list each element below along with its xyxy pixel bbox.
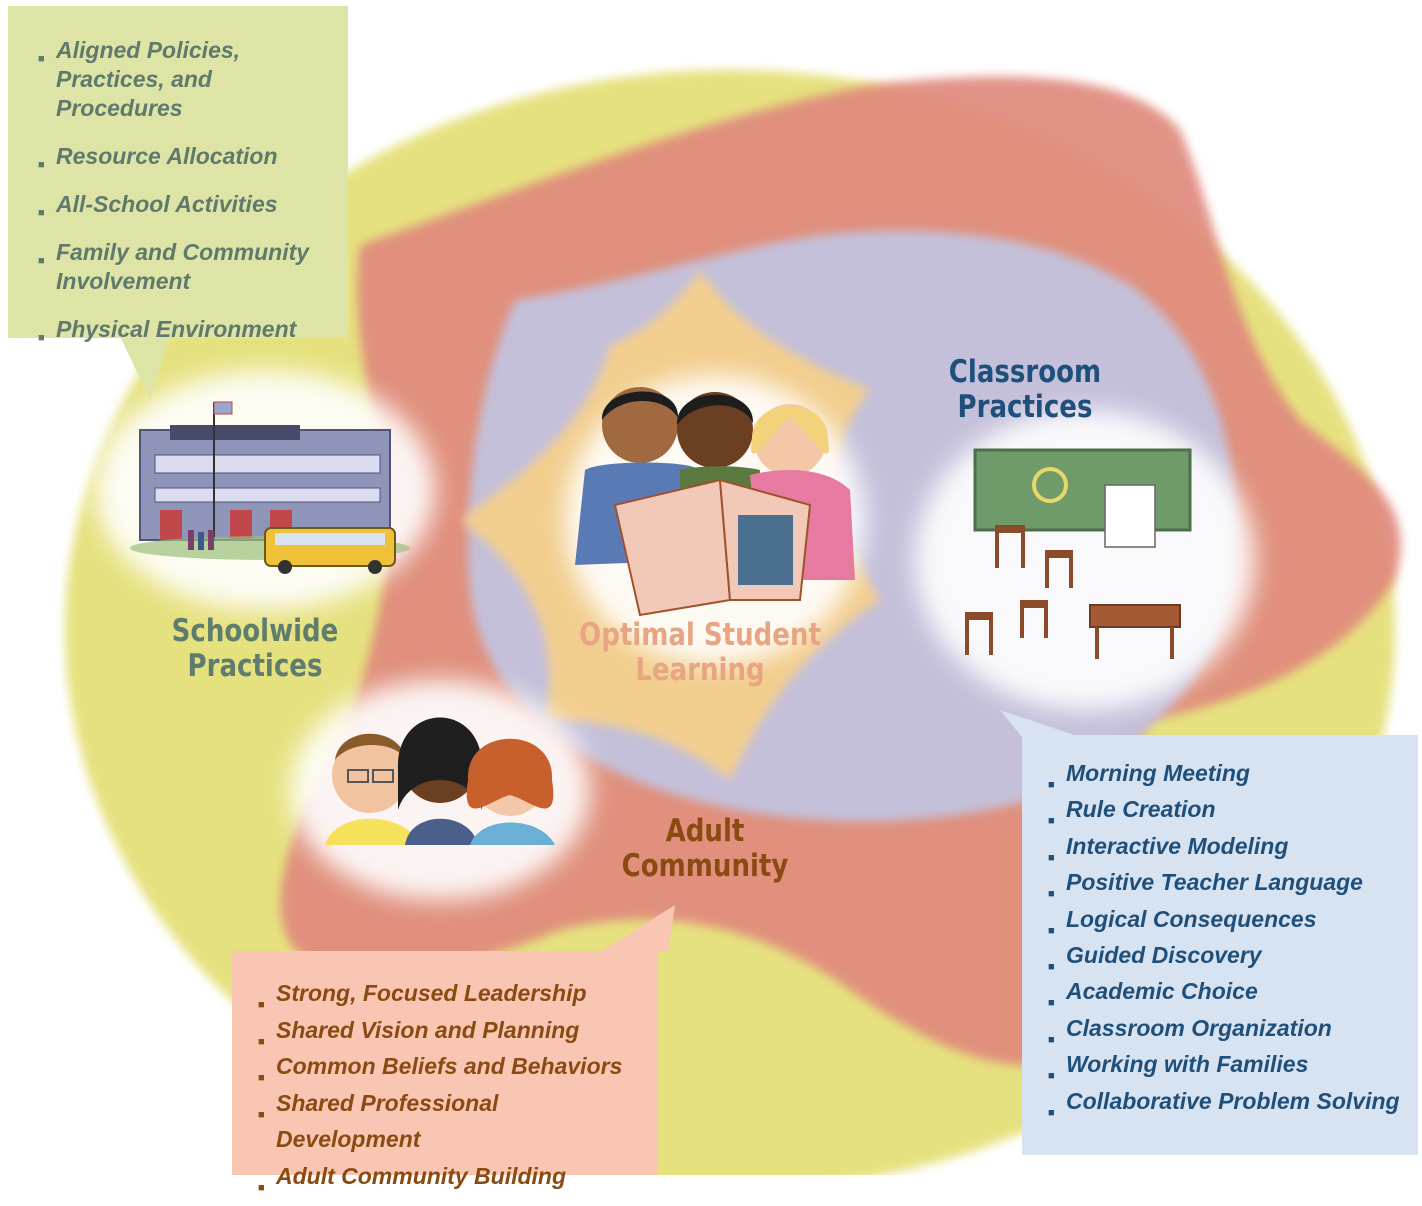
- schoolwide-item: Resource Allocation: [38, 142, 328, 180]
- classroom-practices-callout: Morning Meeting Rule Creation Interactiv…: [1022, 735, 1418, 1155]
- schoolwide-item: Aligned Policies, Practices, and Procedu…: [38, 36, 328, 123]
- adult-label-line: Community: [621, 848, 789, 884]
- adult-community-callout: Strong, Focused Leadership Shared Vision…: [232, 951, 658, 1205]
- classroom-label-line: Classroom: [948, 354, 1102, 390]
- classroom-practices-label: Classroom Practices: [903, 355, 1147, 425]
- optimal-student-learning-label: Optimal Student Learning: [570, 618, 830, 688]
- schoolwide-item: All-School Activities: [38, 190, 328, 228]
- classroom-label-line: Practices: [957, 389, 1093, 425]
- students-reading-illustration: [575, 387, 855, 617]
- schoolwide-label-line: Schoolwide: [171, 613, 339, 649]
- schoolwide-callout-pointer: [120, 336, 170, 400]
- adult-community-item: Adult Community Building: [258, 1158, 648, 1206]
- school-building-illustration: [130, 401, 410, 574]
- classroom-practice-item: Logical Consequences: [1048, 901, 1410, 950]
- classroom-illustration: [965, 448, 1192, 659]
- adult-community-list: Strong, Focused Leadership Shared Vision…: [258, 975, 648, 1206]
- schoolwide-practices-label: Schoolwide Practices: [150, 614, 360, 684]
- adult-community-item: Shared Vision and Planning: [258, 1012, 648, 1060]
- adults-illustration: [325, 717, 555, 845]
- schoolwide-label-line: Practices: [187, 648, 323, 684]
- schoolwide-item: Family and Community Involvement: [38, 238, 328, 296]
- adult-community-item: Common Beliefs and Behaviors: [258, 1048, 648, 1096]
- classroom-practice-item: Morning Meeting: [1048, 755, 1410, 804]
- classroom-practice-item: Working with Families: [1048, 1046, 1410, 1095]
- schoolwide-practices-list: Aligned Policies, Practices, and Procedu…: [38, 36, 328, 353]
- classroom-practice-item: Guided Discovery: [1048, 937, 1410, 986]
- classroom-practice-item: Classroom Organization: [1048, 1010, 1410, 1059]
- optimal-label-line: Optimal Student: [579, 617, 821, 653]
- classroom-callout-pointer: [1000, 710, 1080, 737]
- adult-community-item: Strong, Focused Leadership: [258, 975, 648, 1023]
- classroom-practice-item: Academic Choice: [1048, 973, 1410, 1022]
- watercolor-diagram-art: [65, 70, 1401, 1175]
- adult-label-line: Adult: [665, 813, 745, 849]
- classroom-practice-item: Positive Teacher Language: [1048, 864, 1410, 913]
- classroom-practice-item: Rule Creation: [1048, 791, 1410, 840]
- classroom-practice-item: Interactive Modeling: [1048, 828, 1410, 877]
- schoolwide-item: Physical Environment: [38, 315, 328, 353]
- schoolwide-practices-callout: Aligned Policies, Practices, and Procedu…: [8, 6, 348, 353]
- classroom-practices-list: Morning Meeting Rule Creation Interactiv…: [1048, 755, 1410, 1132]
- classroom-practice-item: Collaborative Problem Solving: [1048, 1083, 1410, 1132]
- adult-community-item: Shared Professional Development: [258, 1085, 648, 1158]
- adult-callout-pointer: [600, 905, 675, 952]
- optimal-label-line: Learning: [635, 652, 765, 688]
- adult-community-label: Adult Community: [600, 814, 810, 884]
